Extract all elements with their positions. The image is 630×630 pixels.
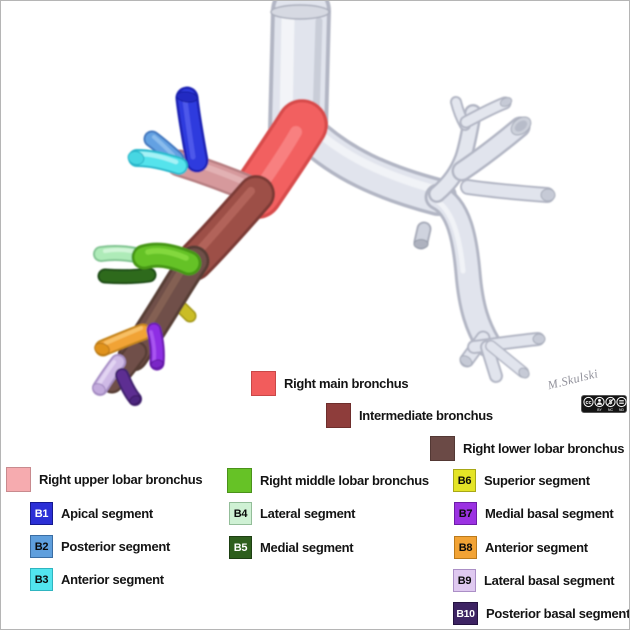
legend-swatch-b6: B6: [453, 469, 476, 492]
right-bronchus-colored-segments: [92, 86, 328, 406]
legend-label-b1: Apical segment: [61, 506, 153, 521]
legend-swatch-right-lower-lobar: [430, 436, 455, 461]
legend-label-right-lower-lobar: Right lower lobar bronchus: [463, 441, 625, 456]
legend-swatch-b3: B3: [30, 568, 53, 591]
legend-label-intermediate: Intermediate bronchus: [359, 408, 493, 423]
legend-label-b6: Superior segment: [484, 473, 590, 488]
legend-item-right-lower-lobar: Right lower lobar bronchus: [430, 436, 625, 461]
legend-item-b2: B2 Posterior segment: [30, 535, 170, 558]
legend-swatch-b9: B9: [453, 569, 476, 592]
legend-item-right-upper-lobar: Right upper lobar bronchus: [6, 467, 203, 492]
svg-text:BY: BY: [597, 408, 602, 412]
legend-swatch-b1: B1: [30, 502, 53, 525]
legend-item-b5: B5 Medial segment: [229, 536, 354, 559]
legend-swatch-intermediate: [326, 403, 351, 428]
cc-license-badge: cc $ BY NC ND: [581, 395, 627, 413]
legend-item-b10: B10 Posterior basal segment: [453, 602, 630, 625]
legend-label-b5: Medial segment: [260, 540, 354, 555]
svg-text:NC: NC: [608, 408, 613, 412]
legend-swatch-b4: B4: [229, 502, 252, 525]
legend-swatch-right-main: [251, 371, 276, 396]
trachea-and-left-bronchus: [268, 1, 556, 383]
legend-swatch-right-upper-lobar: [6, 467, 31, 492]
legend-label-b8: Anterior segment: [485, 540, 588, 555]
legend-item-b9: B9 Lateral basal segment: [453, 569, 615, 592]
legend-item-b1: B1 Apical segment: [30, 502, 153, 525]
legend-item-intermediate-bronchus: Intermediate bronchus: [326, 403, 493, 428]
legend-label-b3: Anterior segment: [61, 572, 164, 587]
legend-swatch-b5: B5: [229, 536, 252, 559]
legend-swatch-b8: B8: [454, 536, 477, 559]
legend-label-b10: Posterior basal segment: [486, 606, 630, 621]
cc-icon: cc: [586, 400, 592, 406]
legend-item-b6: B6 Superior segment: [453, 469, 590, 492]
legend-item-b3: B3 Anterior segment: [30, 568, 164, 591]
by-person-icon: [598, 399, 601, 402]
legend-swatch-b10: B10: [453, 602, 478, 625]
legend-label-right-upper-lobar: Right upper lobar bronchus: [39, 472, 203, 487]
legend-item-right-middle-lobar: Right middle lobar bronchus: [227, 468, 429, 493]
nd-equals-icon: [619, 400, 624, 402]
legend-item-b8: B8 Anterior segment: [454, 536, 588, 559]
legend-label-b7: Medial basal segment: [485, 506, 614, 521]
legend-label-right-main: Right main bronchus: [284, 376, 409, 391]
legend-swatch-right-middle-lobar: [227, 468, 252, 493]
svg-text:ND: ND: [619, 408, 624, 412]
legend-item-right-main-bronchus: Right main bronchus: [251, 371, 409, 396]
legend-label-b4: Lateral segment: [260, 506, 356, 521]
legend-item-b7: B7 Medial basal segment: [454, 502, 614, 525]
legend-label-b2: Posterior segment: [61, 539, 171, 554]
legend-label-right-middle-lobar: Right middle lobar bronchus: [260, 473, 429, 488]
nc-dollar-icon: $: [609, 400, 613, 406]
legend-swatch-b7: B7: [454, 502, 477, 525]
legend-label-b9: Lateral basal segment: [484, 573, 615, 588]
legend-item-b4: B4 Lateral segment: [229, 502, 356, 525]
legend-swatch-b2: B2: [30, 535, 53, 558]
